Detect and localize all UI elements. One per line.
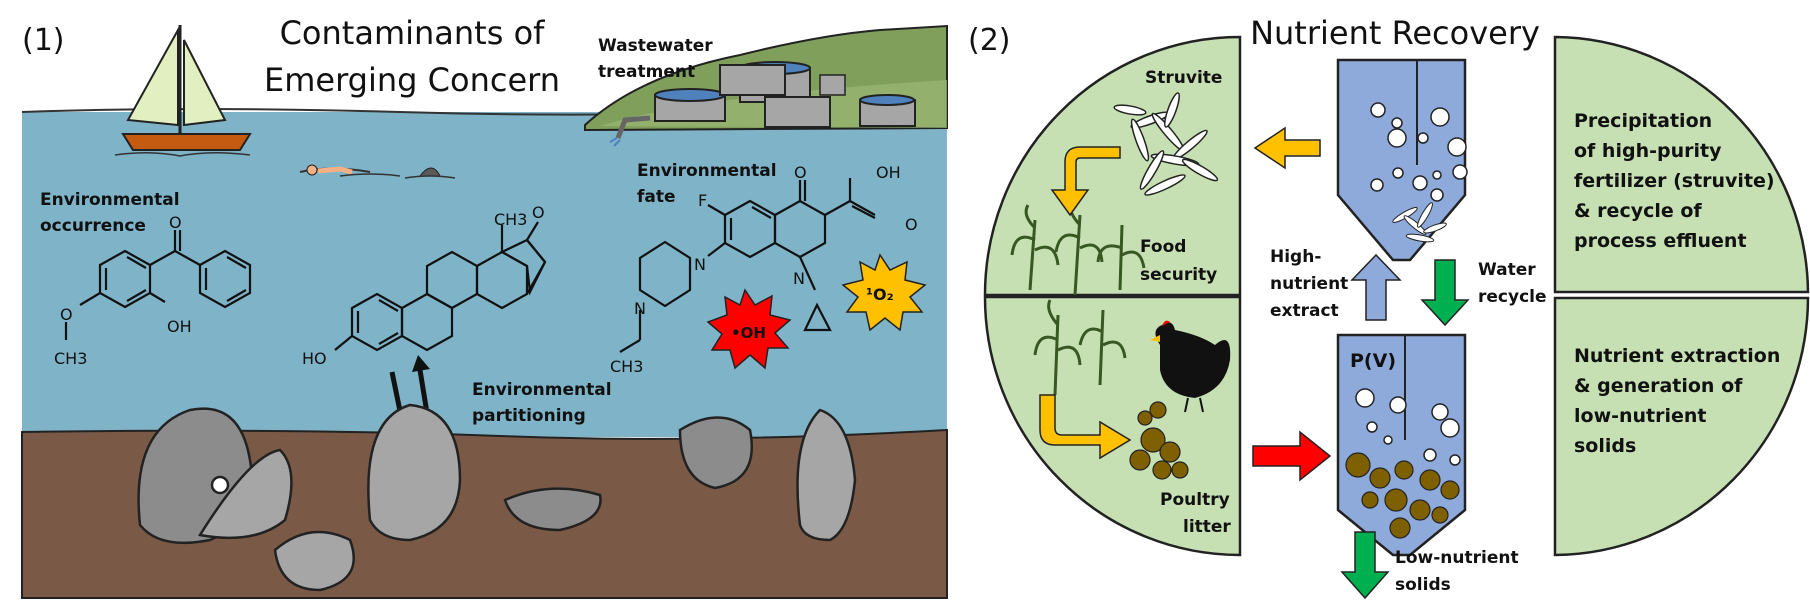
estrone-ketone: O [532, 203, 545, 222]
precip-line-3: fertilizer (struvite) [1574, 170, 1775, 192]
precip-line-1: Precipitation [1574, 110, 1712, 132]
extract-box-line-1: Nutrient extraction [1574, 345, 1780, 367]
low-nutrient-line-1: Low-nutrient [1395, 548, 1519, 568]
panel-2-title: Nutrient Recovery [1250, 14, 1540, 52]
quinolone-acid-oh: OH [876, 163, 901, 182]
benzophenone-oxygen: O [169, 213, 182, 232]
extraction-solids [1345, 452, 1460, 539]
panel-1-number: (1) [22, 23, 65, 58]
singlet-oxygen-burst: ¹O₂ [841, 253, 927, 332]
partitioning-arrow-up-head [412, 355, 430, 372]
poultry-litter-line-1: Poultry [1160, 490, 1230, 510]
right-panel-bottom [1553, 296, 1810, 557]
partitioning-label-line-1: Environmental [472, 380, 612, 400]
struvite-label: Struvite [1145, 68, 1222, 88]
benzophenone-hydroxyl: OH [167, 317, 192, 336]
singlet-oxygen-label: ¹O₂ [866, 285, 894, 304]
poultry-litter-line-2: litter [1183, 517, 1231, 537]
sailboat [114, 25, 252, 157]
panel-2-number: (2) [968, 23, 1011, 58]
extract-up-arrow [1350, 253, 1402, 321]
hydroxyl-radical-label: •OH [731, 324, 766, 342]
benzophenone-methoxy: O [60, 305, 73, 324]
low-nutrient-line-2: solids [1395, 575, 1451, 595]
precipitation-reactor [1336, 58, 1467, 262]
extraction-text: Nutrient extraction & generation of low-… [1574, 345, 1780, 457]
wastewater-label-line-1: Wastewater [598, 36, 713, 56]
partitioning-label-line-2: partitioning [472, 406, 586, 426]
extract-box-line-2: & generation of [1574, 375, 1743, 397]
estrone-methyl: CH3 [494, 210, 527, 229]
litter-to-reactor-arrow [1252, 430, 1332, 482]
extraction-bubbles [1355, 388, 1461, 466]
water-body [22, 112, 947, 437]
food-security-line-1: Food [1140, 237, 1186, 257]
benzophenone-methyl: CH3 [54, 349, 87, 368]
quinolone-structure [619, 178, 876, 353]
quinolone-n-piperazine-bottom: N [634, 299, 646, 318]
hydroxyl-radical-burst: •OH [706, 288, 792, 370]
chicken-icon [1150, 320, 1231, 413]
right-panel-top [1553, 35, 1810, 294]
reactor-label: P(V) [1350, 350, 1396, 372]
struvite-to-crops-arrow [1050, 146, 1121, 217]
extract-box-line-4: solids [1574, 435, 1636, 457]
oysters [137, 403, 857, 592]
precip-line-5: process effluent [1574, 230, 1747, 252]
swimmer [299, 164, 401, 177]
water-recycle-arrow [1420, 259, 1470, 327]
panel-1: (1) Contaminants of Emerging Concern Was… [21, 14, 948, 599]
occurrence-label-line-2: occurrence [40, 216, 146, 236]
quinolone-ketone: O [794, 163, 807, 182]
low-nutrient-arrow [1340, 531, 1390, 600]
panel-1-title-line-2: Emerging Concern [264, 61, 560, 99]
panel-1-title-line-1: Contaminants of [280, 14, 546, 52]
corn-plants [1010, 199, 1146, 396]
poultry-litter [1129, 401, 1189, 480]
litter-to-crops-arrow [1039, 394, 1132, 460]
quinolone-n-core: N [793, 269, 805, 288]
struvite-crystals [1113, 92, 1219, 196]
occurrence-label-line-1: Environmental [40, 190, 180, 210]
shark-fin [404, 167, 456, 179]
treatment-plant [609, 61, 916, 147]
reactor-to-struvite-arrow [1253, 126, 1321, 170]
quinolone-acid-o: O [905, 215, 918, 234]
wastewater-label-line-2: treatment [598, 62, 695, 82]
reactor-struvite-crystals [1392, 202, 1447, 243]
fate-label-line-1: Environmental [637, 161, 777, 181]
estrone-structure [334, 221, 547, 352]
food-security-line-2: security [1140, 265, 1217, 285]
extract-label-line-2: nutrient [1270, 274, 1348, 294]
fate-label-line-2: fate [637, 187, 676, 207]
precip-line-4: & recycle of [1574, 200, 1702, 222]
extract-label-line-3: extract [1270, 301, 1339, 321]
quinolone-fluoro: F [698, 191, 707, 210]
estrone-hydroxyl: HO [302, 349, 327, 368]
panel-2: (2) Nutrient Recovery P(V) [968, 14, 1810, 600]
benzophenone-structure [64, 230, 252, 340]
quinolone-n-piperazine-top: N [694, 255, 706, 274]
extract-box-line-3: low-nutrient [1574, 405, 1707, 427]
precipitation-text: Precipitation of high-purity fertilizer … [1574, 110, 1775, 252]
quinolone-ethyl: CH3 [610, 357, 643, 376]
precipitation-bubbles [1370, 102, 1468, 202]
water-recycle-line-2: recycle [1478, 287, 1547, 307]
extract-label-line-1: High- [1270, 247, 1321, 267]
precip-line-2: of high-purity [1574, 140, 1722, 162]
water-recycle-line-1: Water [1478, 260, 1536, 280]
